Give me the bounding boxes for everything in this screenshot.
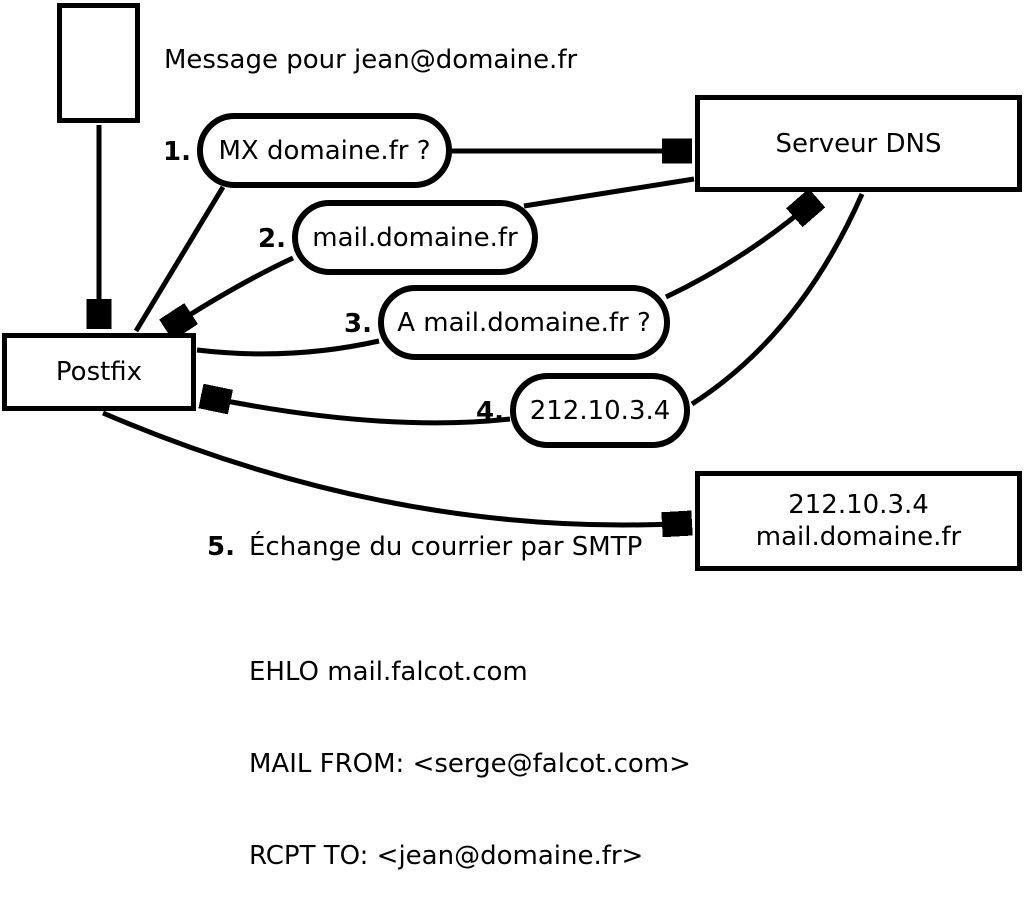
mailserver-box: 212.10.3.4 mail.domaine.fr	[695, 471, 1022, 571]
line-postfix-to-query-a	[196, 338, 380, 357]
smtp-session-transcript: EHLO mail.falcot.com MAIL FROM: <serge@f…	[249, 596, 691, 919]
answer-ip-pill: 212.10.3.4	[510, 373, 690, 448]
query-a-pill: A mail.domaine.fr ?	[378, 285, 670, 360]
smtp-line: EHLO mail.falcot.com	[249, 657, 528, 687]
line-dns-to-answer-ip	[690, 192, 865, 407]
step-number-3: 3.	[344, 309, 372, 339]
mailserver-hostname: mail.domaine.fr	[755, 522, 962, 552]
query-mx-pill: MX domaine.fr ?	[197, 113, 452, 188]
postfix-box: Postfix	[2, 333, 196, 411]
smtp-line: RCPT TO: <jean@domaine.fr>	[249, 841, 644, 871]
arrow-answer-mx-to-postfix	[166, 255, 295, 330]
dns-server-box: Serveur DNS	[695, 95, 1022, 192]
smtp-exchange-label: Échange du courrier par SMTP	[249, 532, 643, 562]
dns-server-label: Serveur DNS	[775, 128, 942, 159]
step-number-5: 5.	[207, 532, 235, 562]
message-box	[57, 3, 140, 123]
message-label: Message pour jean@domaine.fr	[164, 45, 578, 75]
step-number-1: 1.	[163, 137, 191, 167]
answer-mx-label: mail.domaine.fr	[312, 222, 518, 253]
answer-mx-pill: mail.domaine.fr	[292, 200, 538, 275]
line-dns-to-answer-mx	[523, 176, 695, 209]
line-postfix-to-query-mx	[133, 185, 226, 333]
query-mx-label: MX domaine.fr ?	[218, 135, 431, 166]
postfix-label: Postfix	[55, 357, 143, 387]
answer-ip-label: 212.10.3.4	[529, 395, 671, 426]
smtp-line: MAIL FROM: <serge@falcot.com>	[249, 749, 691, 779]
arrow-answer-ip-to-postfix	[201, 396, 511, 426]
arrow-query-a-to-dns	[664, 198, 817, 300]
step-number-2: 2.	[258, 224, 286, 254]
query-a-label: A mail.domaine.fr ?	[397, 307, 651, 338]
mailserver-ip: 212.10.3.4	[788, 490, 929, 520]
step-number-4: 4.	[476, 397, 504, 427]
